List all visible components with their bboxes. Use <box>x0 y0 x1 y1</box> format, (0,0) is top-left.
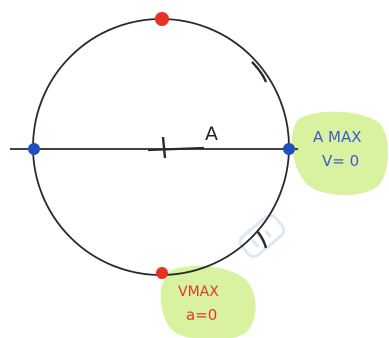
bottom-label-highlight <box>160 265 256 338</box>
center-tick <box>161 136 167 159</box>
bottom-label-line2: a=0 <box>186 306 217 324</box>
bottom-label-line1: VMAX <box>178 284 219 300</box>
radius-label: A <box>205 123 218 145</box>
radius-line <box>147 146 205 152</box>
right-point <box>283 143 295 155</box>
right-label-line2: V= 0 <box>322 152 359 170</box>
top-point <box>155 12 169 26</box>
arc-mark-top <box>251 61 268 83</box>
right-label-line1: A MAX <box>313 128 362 146</box>
bottom-point <box>156 267 168 279</box>
left-point <box>28 143 40 155</box>
right-label-highlight <box>291 111 388 196</box>
arc-mark-bottom <box>257 231 268 249</box>
circle <box>32 18 290 276</box>
